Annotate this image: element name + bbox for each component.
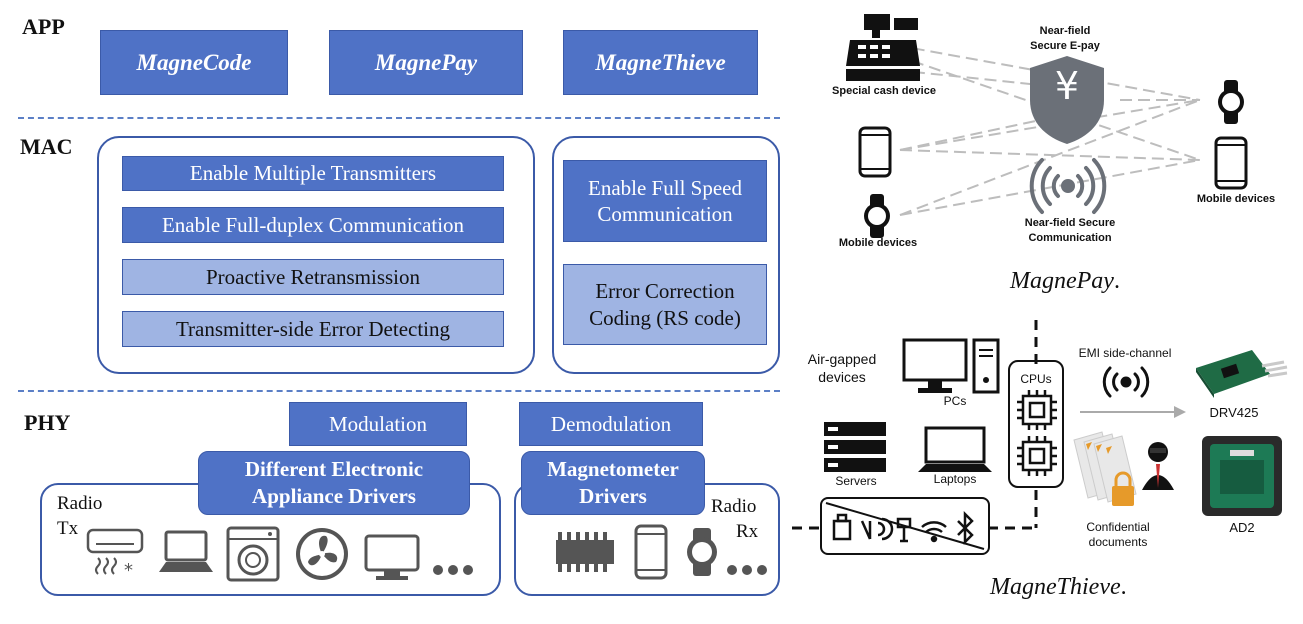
drv425-board-icon xyxy=(1196,350,1288,398)
confidential-label-line2: documents xyxy=(1088,535,1148,549)
magnepay-caption-text: MagnePay xyxy=(1010,268,1114,294)
tx-drivers-box: Different Electronic Appliance Drivers xyxy=(198,451,470,515)
app-mac-divider xyxy=(18,117,780,119)
radio-tx-label-line2: Tx xyxy=(57,518,79,539)
magnethieve-caption-text: MagneThieve xyxy=(990,574,1121,600)
magnethieve-caption: MagneThieve. xyxy=(990,574,1127,601)
pc-icon xyxy=(902,338,1000,394)
laptops-label: Laptops xyxy=(933,472,977,486)
phone-icon xyxy=(634,524,668,580)
fan-icon xyxy=(296,528,348,580)
yen-symbol: ¥ xyxy=(1054,64,1080,108)
drv425-label: DRV425 xyxy=(1209,405,1259,420)
right-phone-icon xyxy=(1214,136,1248,190)
magnepay-caption: MagnePay. xyxy=(1010,268,1120,295)
ad2-device-icon xyxy=(1202,436,1282,516)
mac-full-duplex: Enable Full-duplex Communication xyxy=(122,207,504,243)
app-magnethieve: MagneThieve xyxy=(563,30,758,95)
ad2-label: AD2 xyxy=(1229,520,1255,535)
app-magnecode: MagneCode xyxy=(100,30,288,95)
washing-machine-icon xyxy=(226,526,280,582)
phy-demodulation: Demodulation xyxy=(519,402,703,446)
chip-icon xyxy=(556,532,614,572)
right-watch-icon xyxy=(1218,80,1244,124)
left-phone-icon xyxy=(858,126,892,178)
mac-layer-label: MAC xyxy=(20,134,73,159)
no-connection-box xyxy=(820,497,990,555)
mac-phy-divider xyxy=(18,390,780,392)
shield-icon xyxy=(1030,56,1104,144)
mac-error-correction: Error Correction Coding (RS code) xyxy=(563,264,767,345)
confidential-documents-icon xyxy=(1073,431,1174,506)
cpus-label: CPUs xyxy=(1020,372,1052,386)
phy-modulation: Modulation xyxy=(289,402,467,446)
mac-proactive-retransmission: Proactive Retransmission xyxy=(122,259,504,295)
mac-right-frame xyxy=(552,136,780,374)
radio-tx-label-line1: Radio xyxy=(57,493,103,514)
ellipsis-icon xyxy=(727,565,767,575)
app-layer-label: APP xyxy=(22,14,65,39)
ellipsis-icon xyxy=(433,565,473,575)
svg-text:*: * xyxy=(124,560,133,581)
radio-rx-label-line1: Radio xyxy=(711,496,757,517)
mac-error-detecting: Transmitter-side Error Detecting xyxy=(122,311,504,347)
emi-signal-icon xyxy=(1102,366,1150,398)
nfc-signal-icon xyxy=(1029,158,1107,214)
rx-drivers-box: Magnetometer Drivers xyxy=(521,451,705,515)
cpu-chip-icons xyxy=(1017,390,1057,476)
servers-label: Servers xyxy=(835,474,877,488)
watch-icon xyxy=(687,528,717,576)
magnethieve-caption-period: . xyxy=(1120,574,1127,600)
magnethieve-lines xyxy=(792,320,1186,530)
secure-comm-label-line2: Communication xyxy=(1028,232,1112,244)
magnepay-caption-period: . xyxy=(1113,268,1120,294)
air-conditioner-icon: * xyxy=(86,528,144,581)
laptop-icon xyxy=(159,530,213,572)
server-icon xyxy=(824,422,886,472)
cash-register-icon xyxy=(846,14,920,81)
mobile-devices-left-label: Mobile devices xyxy=(838,237,918,249)
epay-label-line1: Near-field xyxy=(1039,25,1091,37)
laptop-icon xyxy=(918,426,992,472)
cpu-box xyxy=(1008,360,1064,488)
emi-label: EMI side-channel xyxy=(1078,346,1172,360)
mac-left-frame xyxy=(97,136,535,374)
secure-comm-label-line1: Near-field Secure xyxy=(1024,217,1116,229)
phy-layer-label: PHY xyxy=(24,410,71,435)
mac-full-speed: Enable Full Speed Communication xyxy=(563,160,767,242)
radio-rx-label-line2: Rx xyxy=(736,521,759,542)
airgap-label-line2: devices xyxy=(818,369,866,385)
cash-device-label: Special cash device xyxy=(832,85,936,97)
confidential-label-line1: Confidential xyxy=(1086,520,1150,534)
monitor-icon xyxy=(364,534,420,580)
mobile-devices-right-label: Mobile devices xyxy=(1196,193,1276,205)
epay-label-line2: Secure E-pay xyxy=(1030,40,1100,52)
airgap-label-line1: Air-gapped xyxy=(807,351,877,367)
pcs-label: PCs xyxy=(943,394,967,408)
app-magnepay: MagnePay xyxy=(329,30,523,95)
mac-multiple-transmitters: Enable Multiple Transmitters xyxy=(122,156,504,191)
left-watch-icon xyxy=(864,194,890,238)
no-connectivity-icons xyxy=(825,502,985,550)
